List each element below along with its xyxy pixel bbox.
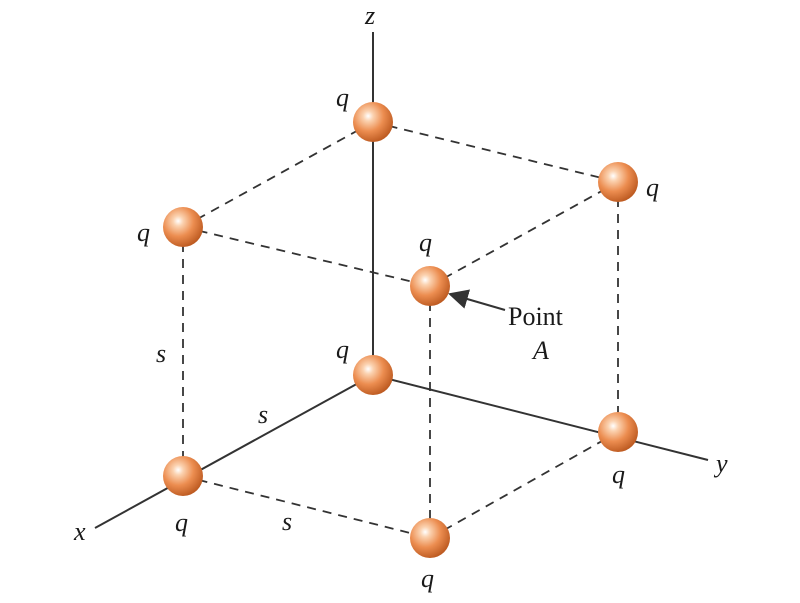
charge-label: q [612, 460, 625, 489]
side-label: s [258, 400, 268, 429]
charge-bottom-right [598, 412, 638, 452]
charge-label: q [419, 228, 432, 257]
charge-label: q [137, 218, 150, 247]
charge-origin [353, 355, 393, 395]
charge-label: q [175, 508, 188, 537]
charge-label: q [421, 564, 434, 593]
y-axis-label: y [713, 449, 728, 478]
charges [163, 102, 638, 558]
charge-top-right [598, 162, 638, 202]
charge-label: q [646, 173, 659, 202]
charge-top-back [353, 102, 393, 142]
charge-label: q [336, 335, 349, 364]
y-axis [372, 374, 709, 461]
charge-bottom-left [163, 456, 203, 496]
x-axis-label: x [73, 517, 86, 546]
side-label: s [156, 339, 166, 368]
z-axis-label: z [364, 1, 375, 30]
cube-edges [182, 121, 619, 539]
charge-top-left [163, 207, 203, 247]
side-label: s [282, 507, 292, 536]
point-a-label-line1: Point [508, 302, 564, 331]
point-a-label-line2: A [531, 336, 549, 365]
x-axis [94, 374, 374, 529]
charge-bottom-front [410, 518, 450, 558]
point-a-arrow [448, 289, 506, 311]
charge-label: q [336, 83, 349, 112]
charge-top-front [410, 266, 450, 306]
